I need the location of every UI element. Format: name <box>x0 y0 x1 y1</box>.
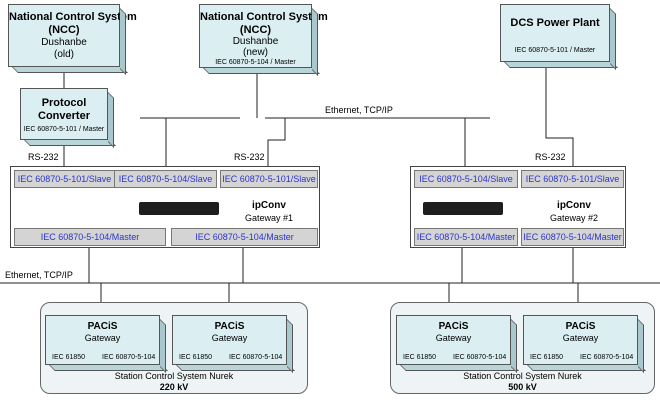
station2-voltage: 500 kV <box>508 382 537 392</box>
gw1-port-bottom-1: IEC 60870-5-104/Master <box>14 228 166 246</box>
pacis3-title: PACiS <box>438 321 469 332</box>
protocol-converter-box: Protocol Converter IEC 60870-5-101 / Mas… <box>20 88 108 140</box>
dcs-power-plant-box: DCS Power Plant IEC 60870-5-101 / Master <box>500 4 610 62</box>
converter-title1: Protocol <box>41 97 87 109</box>
ethernet-bottom-label: Ethernet, TCP/IP <box>5 270 73 280</box>
pacis2-title: PACiS <box>214 321 245 332</box>
gw1-port-top-2: IEC 60870-5-104/Slave <box>114 170 217 188</box>
ncc-old-note: (old) <box>53 49 74 60</box>
gw2-port-top-1: IEC 60870-5-104/Slave <box>414 170 518 188</box>
gw1-port-top-3: IEC 60870-5-101/Slave <box>220 170 318 188</box>
pacis2-subtitle: Gateway <box>211 333 248 343</box>
pacis4-proto-left: IEC 61850 <box>530 354 564 361</box>
link-dcs-gw2 <box>545 65 574 170</box>
pacis-gateway-1: PACiS Gateway IEC 61850 IEC 60870-5-104 <box>45 315 160 365</box>
ncc-old-title1: National Control System <box>9 11 137 23</box>
dcs-protocol: IEC 60870-5-101 / Master <box>514 47 596 54</box>
pacis1-proto-right: IEC 60870-5-104 <box>102 354 156 361</box>
ncc-new-box: National Control System (NCC) Dushanbe (… <box>199 4 328 68</box>
gateway-1: IEC 60870-5-101/Slave IEC 60870-5-104/Sl… <box>10 166 320 248</box>
pacis-gateway-3: PACiS Gateway IEC 61850 IEC 60870-5-104 <box>396 315 511 365</box>
ncc-old-title2: (NCC) <box>48 24 80 36</box>
ethernet-top-label: Ethernet, TCP/IP <box>325 105 393 115</box>
converter-title2: Converter <box>38 110 90 122</box>
ncc-new-note: (new) <box>242 47 268 58</box>
rs232-label-2: RS-232 <box>234 152 265 162</box>
gw1-port-bottom-2: IEC 60870-5-104/Master <box>171 228 318 246</box>
pacis1-proto-left: IEC 61850 <box>52 354 86 361</box>
gw2-port-top-2: IEC 60870-5-101/Slave <box>521 170 624 188</box>
ncc-old-box: National Control System (NCC) Dushanbe (… <box>8 4 137 67</box>
pacis3-subtitle: Gateway <box>435 333 472 343</box>
ncc-new-title1: National Control System <box>200 11 328 23</box>
gw2-port-bottom-1: IEC 60870-5-104/Master <box>414 228 518 246</box>
gw2-port-bottom-2: IEC 60870-5-104/Master <box>521 228 624 246</box>
pacis4-proto-right: IEC 60870-5-104 <box>580 354 634 361</box>
pacis2-proto-left: IEC 61850 <box>179 354 213 361</box>
rs232-label-3: RS-232 <box>535 152 566 162</box>
gw1-subtitle: Gateway #1 <box>244 213 294 223</box>
pacis1-title: PACiS <box>87 321 118 332</box>
ncc-new-protocol: IEC 60870-5-104 / Master <box>215 59 296 66</box>
pacis-gateway-4: PACiS Gateway IEC 61850 IEC 60870-5-104 <box>523 315 638 365</box>
rs232-label-1: RS-232 <box>28 152 59 162</box>
pacis4-subtitle: Gateway <box>562 333 599 343</box>
gateway-device-icon <box>423 202 503 215</box>
ncc-new-title2: (NCC) <box>239 24 272 36</box>
converter-protocol: IEC 60870-5-101 / Master <box>23 126 105 133</box>
ncc-old-city: Dushanbe <box>41 37 87 48</box>
ncc-new-city: Dushanbe <box>232 36 279 47</box>
pacis2-proto-right: IEC 60870-5-104 <box>229 354 283 361</box>
dcs-title: DCS Power Plant <box>510 17 600 29</box>
gw2-subtitle: Gateway #2 <box>549 213 599 223</box>
gw1-name: ipConv <box>252 200 286 211</box>
pacis3-proto-left: IEC 61850 <box>403 354 437 361</box>
pacis1-subtitle: Gateway <box>84 333 121 343</box>
station1-label: Station Control System Nurek <box>114 371 234 381</box>
pacis-gateway-2: PACiS Gateway IEC 61850 IEC 60870-5-104 <box>172 315 287 365</box>
gateway-device-icon <box>139 202 219 215</box>
link-bus-gw1-101slave <box>267 118 286 170</box>
station1-voltage: 220 kV <box>159 382 189 392</box>
gateway-2: IEC 60870-5-104/Slave IEC 60870-5-101/Sl… <box>410 166 626 248</box>
pacis4-title: PACiS <box>565 321 596 332</box>
pacis3-proto-right: IEC 60870-5-104 <box>453 354 507 361</box>
gw2-name: ipConv <box>557 200 591 211</box>
station2-label: Station Control System Nurek <box>463 371 582 381</box>
gw1-port-top-1: IEC 60870-5-101/Slave <box>14 170 115 188</box>
